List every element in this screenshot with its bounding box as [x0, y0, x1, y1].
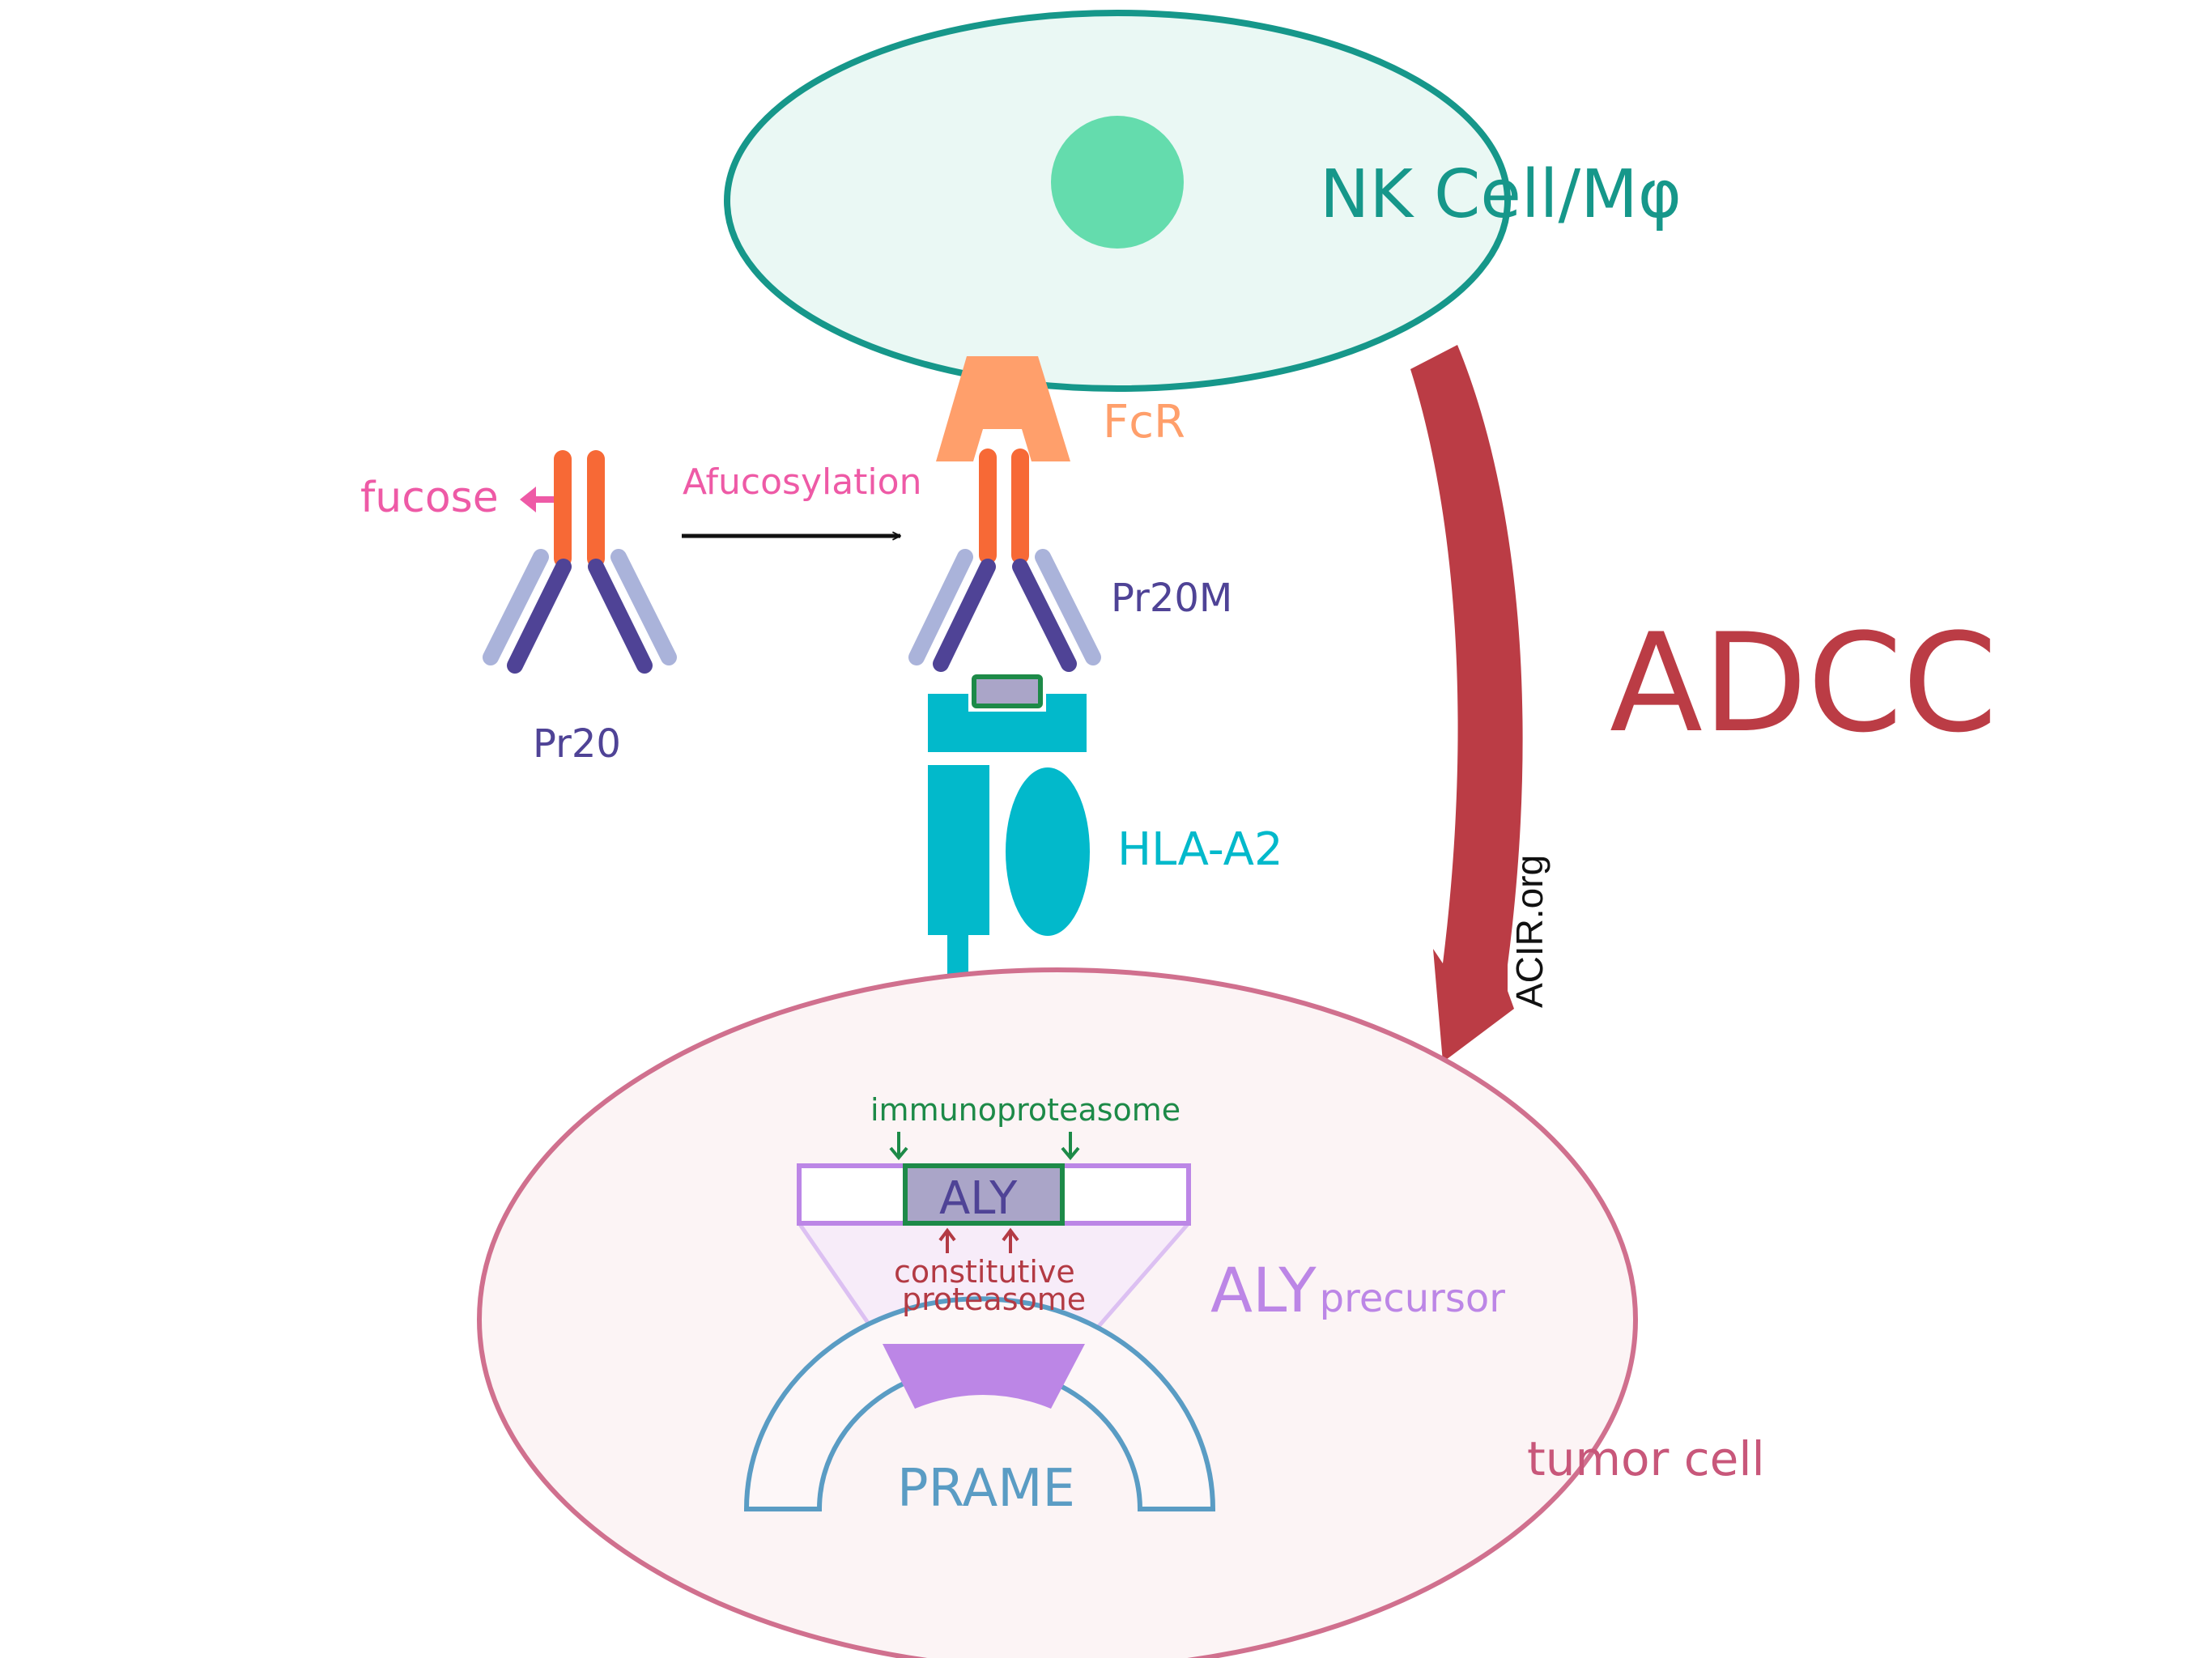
- immuno-arrowhead-left: [889, 1146, 908, 1161]
- pr20-heavy-right: [588, 559, 653, 674]
- tumor-cell-label: tumor cell: [1527, 1431, 1765, 1486]
- pr20-antibody: [483, 450, 677, 674]
- afucosylation-label: Afucosylation: [683, 461, 921, 503]
- nk-cell-nucleus: [1051, 116, 1184, 249]
- immuno-arrowhead-right: [1061, 1146, 1080, 1161]
- constitutive-line1: constitutive: [894, 1254, 1075, 1290]
- pr20m-heavy-left: [933, 559, 996, 672]
- const-arrowhead-left: [938, 1227, 956, 1242]
- pr20m-light-right: [1035, 549, 1101, 665]
- hla-heavy-chain: [928, 765, 989, 935]
- presented-peptide: [972, 674, 1043, 708]
- pr20m-light-left: [908, 549, 973, 665]
- pr20m-antibody: [908, 449, 1101, 672]
- adcc-label: ADCC: [1610, 604, 1997, 763]
- immunoproteasome-arrows: [889, 1132, 1080, 1161]
- aly-precursor-label: ALYprecursor: [1210, 1254, 1505, 1326]
- const-arrowhead-right: [1002, 1227, 1019, 1242]
- nk-cell: [724, 10, 1511, 392]
- fc-receptor: [936, 356, 1070, 461]
- hla-a2-label: HLA-A2: [1117, 823, 1283, 876]
- hla-a2-complex: [928, 674, 1090, 997]
- prame-protein: [743, 1296, 1216, 1511]
- pr20-light-right: [610, 549, 677, 665]
- constitutive-line2: proteasome: [902, 1282, 1086, 1317]
- aly-precursor-sub: precursor: [1320, 1276, 1506, 1321]
- prame-aly-region: [883, 1344, 1085, 1409]
- constitutive-arrows: [938, 1227, 1019, 1253]
- pr20m-heavy-right: [1012, 559, 1077, 672]
- pr20-light-left: [483, 549, 549, 665]
- aly-peptide-label: ALY: [939, 1172, 1018, 1225]
- watermark-text: ACIR.org: [1508, 855, 1551, 1008]
- aly-peptide: [903, 1163, 1065, 1226]
- fucose-icon: [520, 487, 536, 512]
- nk-cell-label: NK Cell/Mφ: [1320, 156, 1682, 233]
- pr20m-label: Pr20M: [1111, 576, 1232, 621]
- aly-precursor: [797, 1163, 1191, 1226]
- fcr-shape: [936, 356, 1070, 461]
- projection-right-edge: [1082, 1222, 1190, 1346]
- aly-precursor-main: ALY: [1210, 1254, 1317, 1326]
- fcr-label: FcR: [1103, 396, 1185, 449]
- pr20-heavy-left: [507, 559, 572, 674]
- fucose-label: fucose: [360, 474, 499, 522]
- adcc-arrow: [1410, 345, 1523, 1062]
- beta2-microglobulin: [1006, 767, 1090, 936]
- pr20-label: Pr20: [533, 721, 621, 767]
- prame-label: PRAME: [897, 1459, 1075, 1519]
- immunoproteasome-label: immunoproteasome: [870, 1092, 1180, 1128]
